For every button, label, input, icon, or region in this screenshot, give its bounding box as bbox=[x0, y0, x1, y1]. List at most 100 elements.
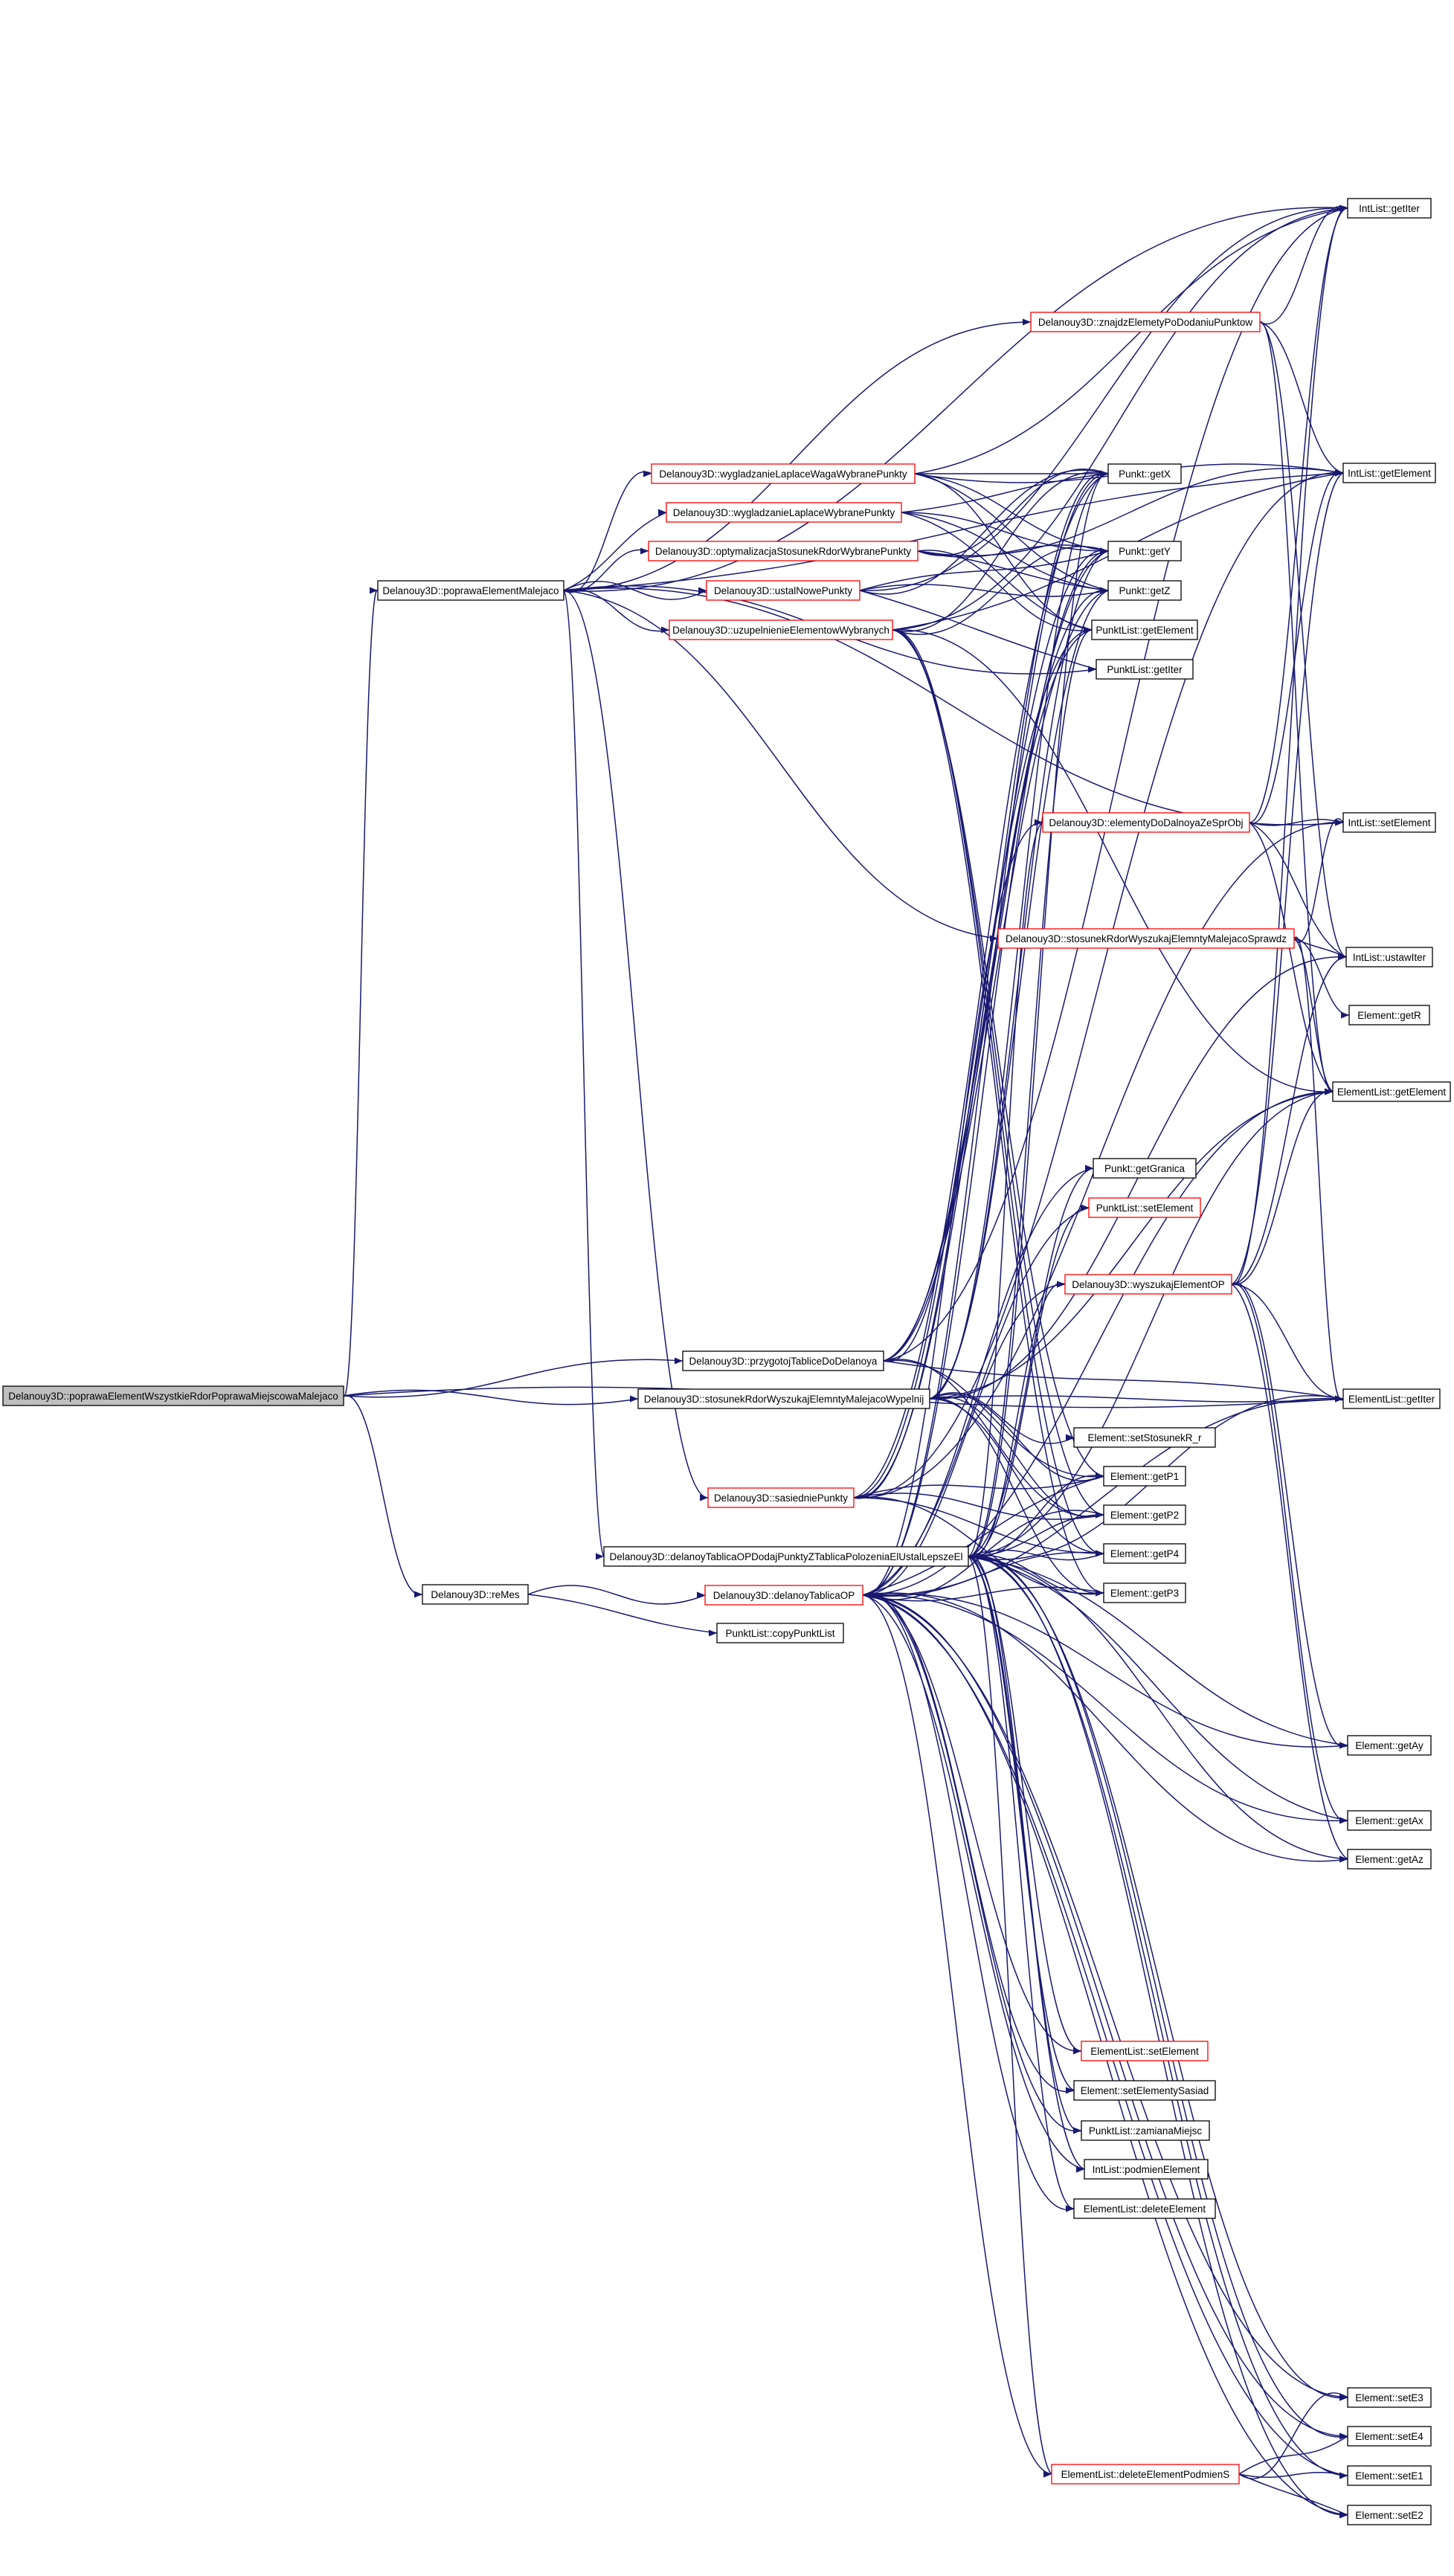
node-wyszukaj[interactable]: Delanouy3D::wyszukajElementOP bbox=[1064, 1274, 1232, 1295]
edge-delTab-to-ilPodm bbox=[862, 1594, 1085, 2170]
edge-wygl-to-pGetY bbox=[901, 512, 1109, 552]
node-box-ilPodm bbox=[1084, 2159, 1209, 2180]
edge-optym-to-pGetY bbox=[917, 544, 1109, 558]
node-box-elGetAz bbox=[1347, 1849, 1432, 1870]
node-wyglWaga[interactable]: Delanouy3D::wygladzanieLaplaceWagaWybran… bbox=[651, 463, 916, 484]
node-label-wyszukaj: Delanouy3D::wyszukajElementOP bbox=[1072, 1279, 1225, 1290]
edges-layer bbox=[343, 205, 1350, 2519]
node-root[interactable]: Delanouy3D::poprawaElementWszystkieRdorP… bbox=[2, 1385, 344, 1406]
node-box-popElMal bbox=[377, 580, 564, 601]
node-plZam[interactable]: PunktList::zamianaMiejsc bbox=[1081, 2120, 1210, 2141]
node-elGetP3[interactable]: Element::getP3 bbox=[1103, 1582, 1186, 1603]
node-przyg[interactable]: Delanouy3D::przygotojTabliceDoDelanoya bbox=[682, 1350, 884, 1371]
node-uzup[interactable]: Delanouy3D::uzupelnienieElementowWybrany… bbox=[669, 619, 893, 640]
node-stosWyp[interactable]: Delanouy3D::stosunekRdorWyszukajElemntyM… bbox=[637, 1388, 930, 1409]
edge-uzup-to-pGetX bbox=[892, 471, 1109, 632]
node-label-elLSetEl: ElementList::setElement bbox=[1090, 2046, 1199, 2057]
node-pGetZ[interactable]: Punkt::getZ bbox=[1107, 580, 1182, 601]
edge-arrowhead-elLDelPod-to-elSetE3 bbox=[1339, 2394, 1348, 2401]
node-label-ilGetIter: IntList::getIter bbox=[1359, 203, 1420, 214]
node-box-elGetP3 bbox=[1103, 1582, 1186, 1603]
node-elLDel[interactable]: ElementList::deleteElement bbox=[1073, 2198, 1216, 2219]
edge-arrowhead-przyg-to-ilGetIter bbox=[1339, 205, 1348, 212]
node-elGetAz[interactable]: Element::getAz bbox=[1347, 1849, 1432, 1870]
node-elemDoDel[interactable]: Delanouy3D::elementyDoDalnoyaZeSprObj bbox=[1042, 812, 1250, 833]
node-elSetE2[interactable]: Element::setE2 bbox=[1347, 2505, 1432, 2525]
node-popElMal[interactable]: Delanouy3D::poprawaElementMalejaco bbox=[377, 580, 564, 601]
node-box-stosSpr bbox=[997, 928, 1295, 949]
node-delTabOP[interactable]: Delanouy3D::delanoyTablicaOPDodajPunktyZ… bbox=[603, 1546, 969, 1567]
edge-elemDoDel-to-ilGetIter bbox=[1249, 207, 1348, 823]
edge-arrowhead-delTab-to-elemDoDel bbox=[1035, 819, 1043, 826]
node-elLGetEl[interactable]: ElementList::getElement bbox=[1332, 1081, 1451, 1102]
node-optym[interactable]: Delanouy3D::optymalizacjaStosunekRdorWyb… bbox=[648, 541, 919, 561]
node-label-pGetX: Punkt::getX bbox=[1119, 468, 1171, 480]
node-wygl[interactable]: Delanouy3D::wygladzanieLaplaceWybranePun… bbox=[666, 502, 902, 523]
node-copyPL[interactable]: PunktList::copyPunktList bbox=[716, 1623, 844, 1643]
edge-arrowhead-delTab-to-elGetP1 bbox=[1096, 1472, 1104, 1480]
edge-sasied-to-plGetEl bbox=[853, 629, 1093, 1498]
edge-wyglWaga-to-ilGetIter bbox=[914, 207, 1348, 474]
node-ilPodm[interactable]: IntList::podmienElement bbox=[1084, 2159, 1209, 2180]
node-ilUst[interactable]: IntList::ustawIter bbox=[1345, 947, 1433, 967]
node-pGetGr[interactable]: Punkt::getGranica bbox=[1093, 1158, 1197, 1179]
node-znajdz[interactable]: Delanouy3D::znajdzElemetyPoDodaniuPunkto… bbox=[1030, 312, 1261, 332]
edge-arrowhead-popElMal-to-ustal bbox=[698, 587, 707, 594]
edge-arrowhead-delTab-to-elLGetIter bbox=[1335, 1395, 1343, 1403]
node-elSetE1[interactable]: Element::setE1 bbox=[1347, 2465, 1432, 2486]
node-ilGetEl[interactable]: IntList::getElement bbox=[1342, 463, 1436, 483]
node-label-elSetE1: Element::setE1 bbox=[1355, 2470, 1424, 2482]
node-elGetAy[interactable]: Element::getAy bbox=[1347, 1735, 1432, 1756]
edge-przyg-to-ilGetIter bbox=[883, 207, 1348, 1362]
node-label-przyg: Delanouy3D::przygotojTabliceDoDelanoya bbox=[689, 1356, 878, 1367]
node-ilSetEl[interactable]: IntList::setElement bbox=[1342, 812, 1436, 833]
node-label-elGetP3: Element::getP3 bbox=[1110, 1588, 1179, 1599]
node-elGetP4[interactable]: Element::getP4 bbox=[1103, 1543, 1186, 1564]
edge-arrowhead-popElMal-to-optym bbox=[640, 547, 649, 555]
edge-arrowhead-stosWyp-to-elSetStos bbox=[1066, 1434, 1074, 1441]
edge-delTabOP-to-elGetAz bbox=[968, 1556, 1348, 1860]
node-sasied[interactable]: Delanouy3D::sasiedniePunkty bbox=[707, 1487, 855, 1508]
edge-delTabOP-to-elGetAy bbox=[968, 1556, 1348, 1746]
node-elLSetEl[interactable]: ElementList::setElement bbox=[1081, 2041, 1209, 2061]
node-label-elGetAy: Element::getAy bbox=[1355, 1740, 1424, 1751]
node-elSetStos[interactable]: Element::setStosunekR_r bbox=[1073, 1427, 1216, 1448]
edge-stosSpr-to-ilSetEl bbox=[1293, 818, 1344, 943]
edge-elLDelPod-to-elSetE1 bbox=[1238, 2471, 1348, 2479]
edge-wyszukaj-to-elGetAx bbox=[1231, 1283, 1348, 1822]
node-box-elSetSas bbox=[1073, 2080, 1216, 2101]
node-plGetEl[interactable]: PunktList::getElement bbox=[1091, 619, 1198, 640]
edge-popElMal-to-wyglWaga bbox=[563, 471, 652, 593]
node-elSetSas[interactable]: Element::setElementySasiad bbox=[1073, 2080, 1216, 2101]
node-elSetE3[interactable]: Element::setE3 bbox=[1347, 2387, 1432, 2408]
edge-delTab-to-elGetP1 bbox=[862, 1475, 1104, 1596]
node-elLDelPod[interactable]: ElementList::deleteElementPodmienS bbox=[1051, 2464, 1240, 2485]
node-plSetEl[interactable]: PunktList::setElement bbox=[1088, 1197, 1201, 1218]
node-elGetP2[interactable]: Element::getP2 bbox=[1103, 1504, 1186, 1525]
edge-wyglWaga-to-pGetY bbox=[914, 473, 1109, 552]
node-elSetE4[interactable]: Element::setE4 bbox=[1347, 2426, 1432, 2447]
node-label-elGetP2: Element::getP2 bbox=[1110, 1510, 1179, 1521]
node-ustal[interactable]: Delanouy3D::ustalNowePunkty bbox=[706, 580, 861, 601]
node-ilGetIter[interactable]: IntList::getIter bbox=[1347, 198, 1432, 219]
node-elGetR[interactable]: Element::getR bbox=[1348, 1005, 1430, 1025]
node-label-ilUst: IntList::ustawIter bbox=[1353, 952, 1426, 963]
node-elGetAx[interactable]: Element::getAx bbox=[1347, 1810, 1432, 1831]
node-pGetY[interactable]: Punkt::getY bbox=[1107, 541, 1182, 561]
edge-delTabOP-to-ilPodm bbox=[968, 1556, 1085, 2170]
node-elLGetIter[interactable]: ElementList::getIter bbox=[1342, 1388, 1441, 1409]
edge-arrowhead-reMes-to-delTab bbox=[697, 1591, 705, 1599]
node-reMes[interactable]: Delanouy3D::reMes bbox=[422, 1584, 529, 1605]
node-elGetP1[interactable]: Element::getP1 bbox=[1103, 1466, 1186, 1487]
node-label-pGetZ: Punkt::getZ bbox=[1119, 585, 1170, 596]
node-pGetX[interactable]: Punkt::getX bbox=[1107, 463, 1182, 484]
edge-delTab-to-wyszukaj bbox=[862, 1284, 1066, 1596]
edge-delTabOP-to-elLGetEl bbox=[968, 1091, 1334, 1557]
node-delTab[interactable]: Delanouy3D::delanoyTablicaOP bbox=[704, 1585, 863, 1606]
edge-uzup-to-elGetP4 bbox=[892, 629, 1104, 1554]
node-label-elLDel: ElementList::deleteElement bbox=[1084, 2203, 1206, 2215]
node-label-elemDoDel: Delanouy3D::elementyDoDalnoyaZeSprObj bbox=[1049, 817, 1243, 828]
edge-elemDoDel-to-elLGetEl bbox=[1249, 822, 1334, 1092]
node-plGetIter[interactable]: PunktList::getIter bbox=[1096, 659, 1194, 680]
node-stosSpr[interactable]: Delanouy3D::stosunekRdorWyszukajElemntyM… bbox=[997, 928, 1295, 949]
